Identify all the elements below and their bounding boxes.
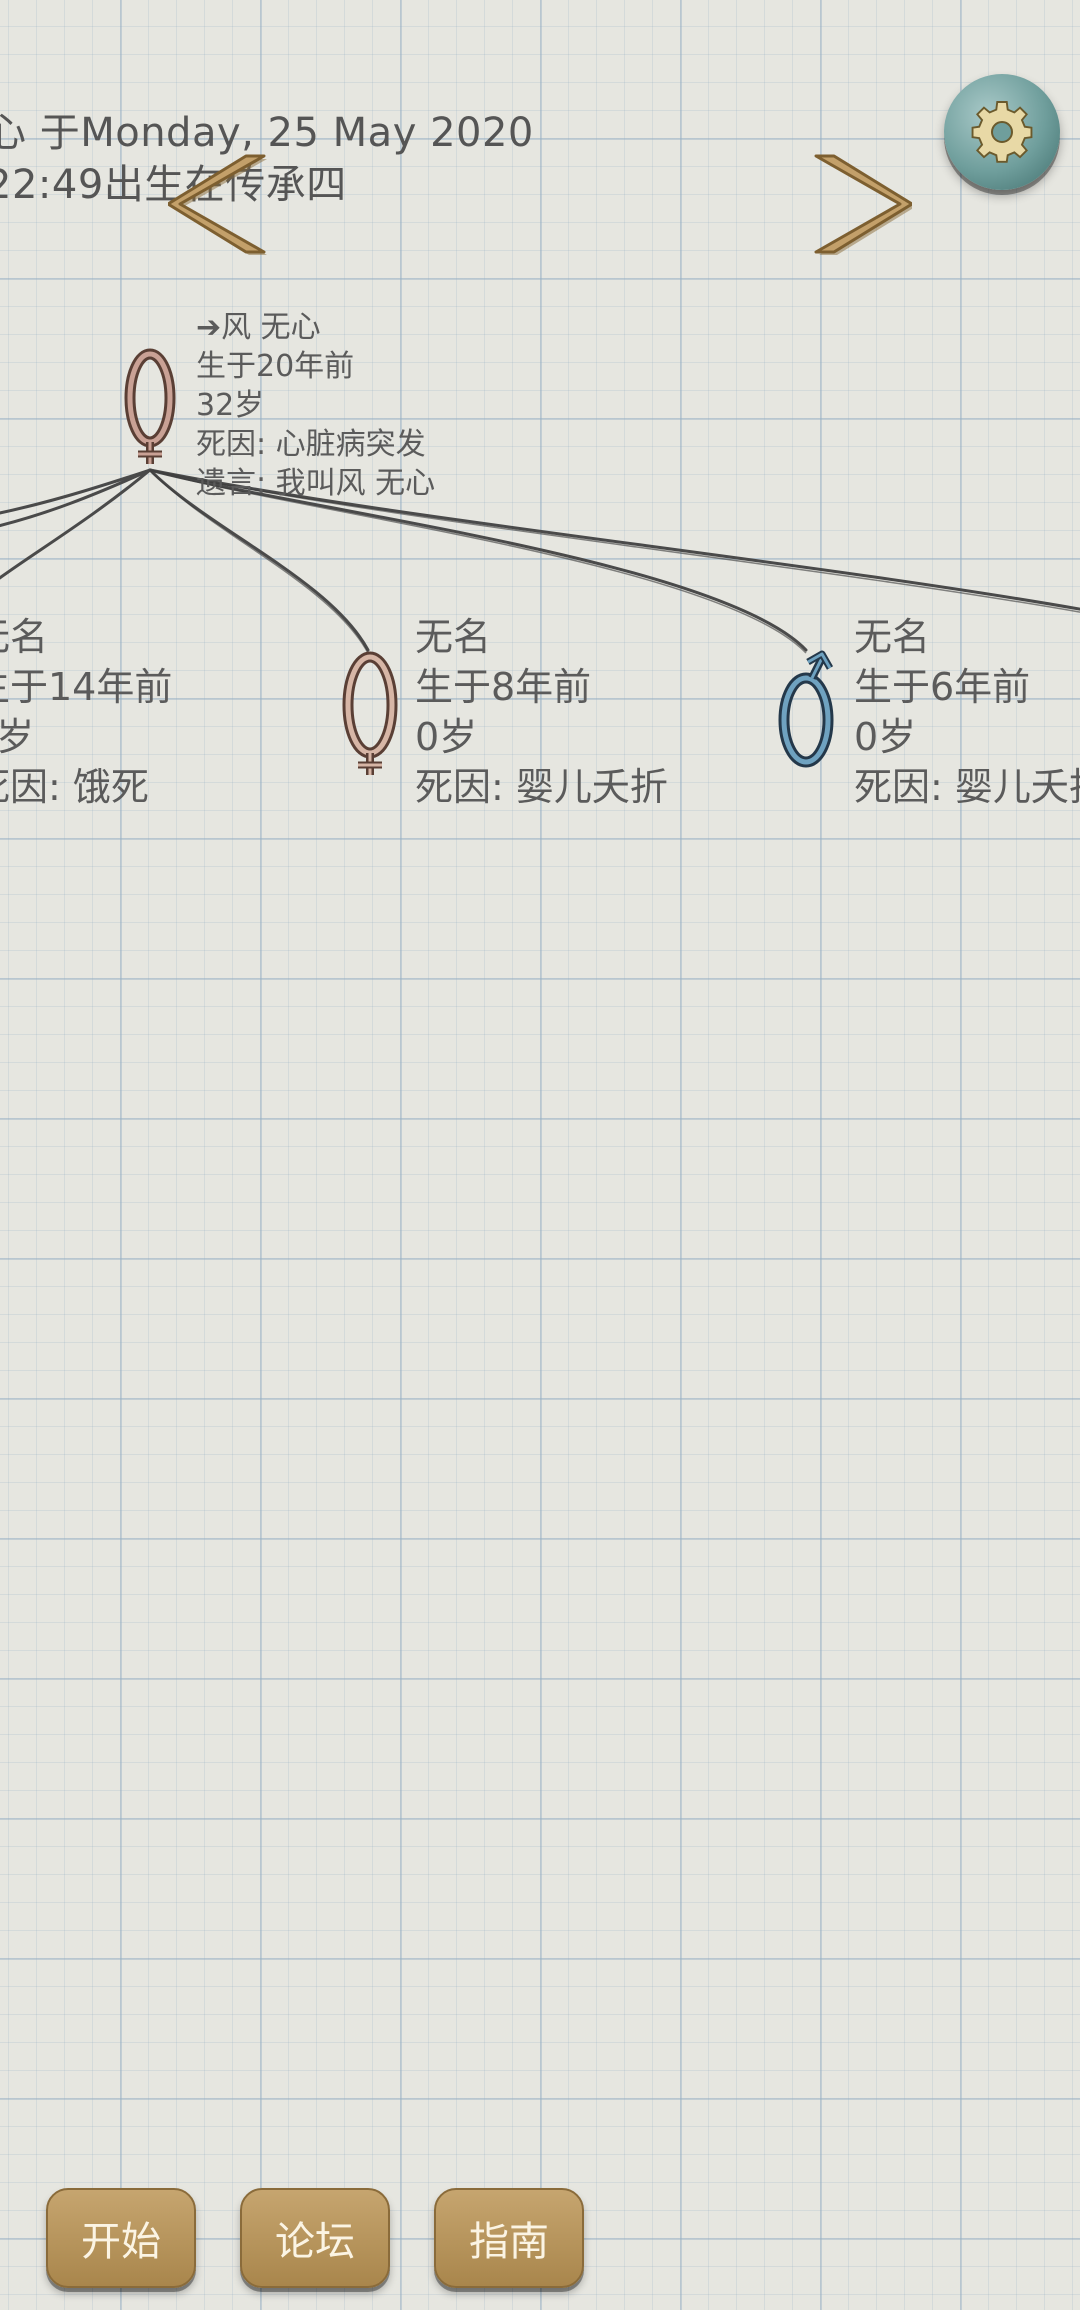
child-3-info[interactable]: 无名 生于6年前 0岁 死因: 婴儿夭折 <box>854 612 1080 812</box>
child-2-born: 生于8年前 <box>415 665 592 709</box>
next-generation-button[interactable] <box>808 152 915 256</box>
child-1-info[interactable]: 无名 生于14年前 0岁 死因: 饿死 <box>0 612 172 812</box>
tree-branches <box>0 468 1080 652</box>
start-button[interactable]: 开始 <box>46 2188 196 2288</box>
root-person-info[interactable]: ➔风 无心 生于20年前 32岁 死因: 心脏病突发 遗言: 我叫风 无心 <box>196 308 435 503</box>
birth-info-line-1: 心 于Monday, 25 May 2020 <box>0 110 534 156</box>
root-female-symbol-icon <box>124 348 176 464</box>
child-1-death-cause: 死因: 饿死 <box>0 765 149 809</box>
tree-branches-shadow <box>149 469 1080 654</box>
root-person-born: 生于20年前 <box>196 349 355 384</box>
child-2-info[interactable]: 无名 生于8年前 0岁 死因: 婴儿夭折 <box>415 612 668 812</box>
child-1-name: 无名 <box>0 615 49 659</box>
root-person-name: ➔风 无心 <box>196 310 321 345</box>
forum-button[interactable]: 论坛 <box>240 2188 390 2288</box>
child-2-age: 0岁 <box>415 715 478 759</box>
previous-generation-button[interactable] <box>166 152 272 256</box>
child-2-death-cause: 死因: 婴儿夭折 <box>415 765 668 809</box>
child-3-male-symbol-icon <box>778 650 834 768</box>
branch-to-child-1 <box>0 468 152 580</box>
settings-button[interactable] <box>944 74 1060 190</box>
child-2-female-symbol-icon <box>342 651 398 775</box>
root-person-death-cause: 死因: 心脏病突发 <box>196 427 426 462</box>
branch-to-offscreen-left-2 <box>0 468 152 528</box>
branch-to-child-2 <box>148 468 370 652</box>
branch-to-offscreen-left-1 <box>0 468 152 515</box>
guide-button[interactable]: 指南 <box>434 2188 584 2288</box>
root-person-age: 32岁 <box>196 388 265 423</box>
child-3-death-cause: 死因: 婴儿夭折 <box>854 765 1080 809</box>
chevron-left-icon <box>166 154 267 255</box>
child-3-name: 无名 <box>854 615 931 659</box>
child-1-age: 0岁 <box>0 715 35 759</box>
child-3-age: 0岁 <box>854 715 917 759</box>
branch-to-child-3 <box>148 468 808 652</box>
child-1-born: 生于14年前 <box>0 665 173 709</box>
root-person-last-words: 遗言: 我叫风 无心 <box>196 466 436 501</box>
gear-icon <box>971 101 1033 163</box>
child-2-name: 无名 <box>415 615 492 659</box>
child-3-born: 生于6年前 <box>854 665 1031 709</box>
chevron-right-icon <box>814 154 915 255</box>
branch-to-offscreen-right <box>148 468 1080 611</box>
